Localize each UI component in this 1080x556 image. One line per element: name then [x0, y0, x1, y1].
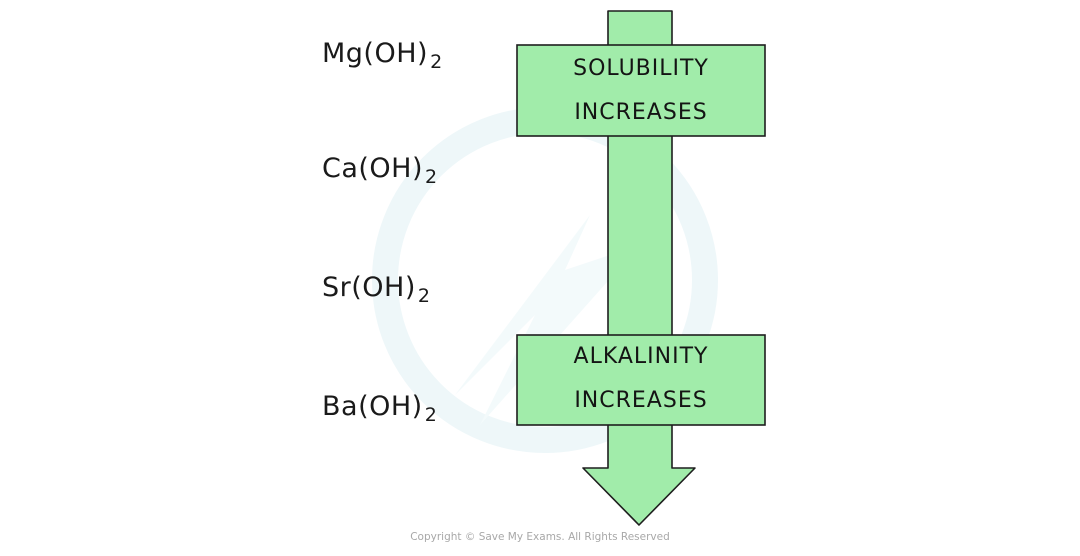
compound-sr-oh-2: Sr(OH)2: [322, 272, 431, 307]
solubility-label-line2: INCREASES: [574, 100, 708, 125]
compound-mg-oh-2: Mg(OH)2: [322, 38, 443, 73]
solubility-label-line1: SOLUBILITY: [573, 56, 709, 81]
compound-ba-oh-2: Ba(OH)2: [322, 391, 438, 426]
solubility-box: [516, 44, 766, 137]
compound-ca-oh-2: Ca(OH)2: [322, 153, 438, 188]
copyright-text: Copyright © Save My Exams. All Rights Re…: [410, 531, 670, 543]
solubility-label: SOLUBILITY INCREASES: [516, 47, 766, 135]
alkalinity-box: [516, 334, 766, 426]
alkalinity-label-line1: ALKALINITY: [573, 344, 709, 369]
alkalinity-label-line2: INCREASES: [574, 388, 708, 413]
alkalinity-label: ALKALINITY INCREASES: [516, 335, 766, 423]
